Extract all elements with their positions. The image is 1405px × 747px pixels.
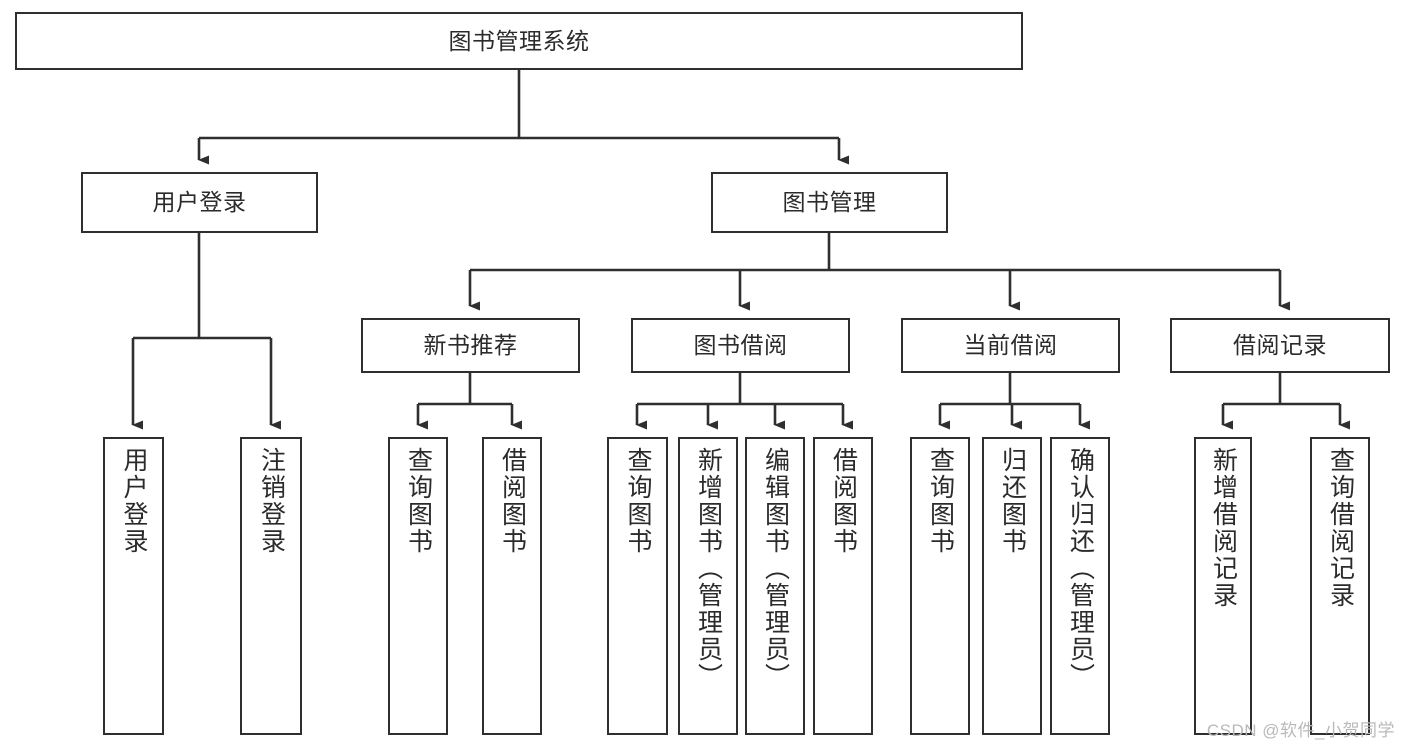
node-leaf-borrow-book-1[interactable]: 借阅图书 [482, 437, 542, 735]
node-book-borrow-label: 图书借阅 [693, 332, 788, 359]
node-leaf-borrow-book-2-label: 借阅图书 [829, 447, 858, 555]
node-leaf-add-book-label: 新增图书（管理员） [694, 447, 723, 690]
node-leaf-edit-book[interactable]: 编辑图书（管理员） [745, 437, 805, 735]
node-leaf-add-record-label: 新增借阅记录 [1209, 447, 1238, 609]
node-leaf-user-logout[interactable]: 注销登录 [240, 437, 302, 735]
node-new-book-rec-label: 新书推荐 [423, 332, 518, 359]
node-leaf-query-book-3[interactable]: 查询图书 [910, 437, 970, 735]
node-leaf-user-login[interactable]: 用户登录 [103, 437, 164, 735]
node-user-login[interactable]: 用户登录 [81, 172, 318, 233]
node-leaf-query-book-2[interactable]: 查询图书 [607, 437, 668, 735]
node-leaf-return-book-label: 归还图书 [998, 447, 1027, 555]
node-root-label: 图书管理系统 [448, 27, 590, 54]
node-leaf-query-book-2-label: 查询图书 [624, 447, 652, 555]
node-leaf-query-book-1-label: 查询图书 [404, 447, 433, 555]
node-leaf-confirm-return[interactable]: 确认归还（管理员） [1050, 437, 1110, 735]
node-new-book-rec[interactable]: 新书推荐 [361, 318, 580, 373]
node-current-borrow-label: 当前借阅 [963, 332, 1058, 359]
node-leaf-borrow-book-2[interactable]: 借阅图书 [813, 437, 873, 735]
node-leaf-query-book-3-label: 查询图书 [926, 447, 955, 555]
node-borrow-record[interactable]: 借阅记录 [1170, 318, 1390, 373]
node-leaf-user-logout-label: 注销登录 [257, 447, 286, 555]
node-current-borrow[interactable]: 当前借阅 [901, 318, 1120, 373]
node-leaf-query-record-label: 查询借阅记录 [1326, 447, 1355, 609]
node-user-login-label: 用户登录 [152, 189, 247, 216]
node-book-manage[interactable]: 图书管理 [711, 172, 948, 233]
node-leaf-query-book-1[interactable]: 查询图书 [388, 437, 448, 735]
node-leaf-user-login-label: 用户登录 [120, 447, 148, 555]
node-leaf-confirm-return-label: 确认归还（管理员） [1066, 447, 1095, 690]
node-book-borrow[interactable]: 图书借阅 [631, 318, 850, 373]
node-leaf-return-book[interactable]: 归还图书 [982, 437, 1042, 735]
node-root[interactable]: 图书管理系统 [15, 12, 1023, 70]
node-leaf-query-record[interactable]: 查询借阅记录 [1310, 437, 1370, 735]
node-leaf-edit-book-label: 编辑图书（管理员） [761, 447, 790, 690]
node-leaf-add-record[interactable]: 新增借阅记录 [1194, 437, 1252, 735]
watermark: CSDN @软件_小贺同学 [1206, 721, 1395, 740]
node-book-manage-label: 图书管理 [782, 189, 877, 216]
node-leaf-add-book[interactable]: 新增图书（管理员） [678, 437, 738, 735]
node-leaf-borrow-book-1-label: 借阅图书 [498, 447, 527, 555]
node-borrow-record-label: 借阅记录 [1233, 332, 1327, 359]
